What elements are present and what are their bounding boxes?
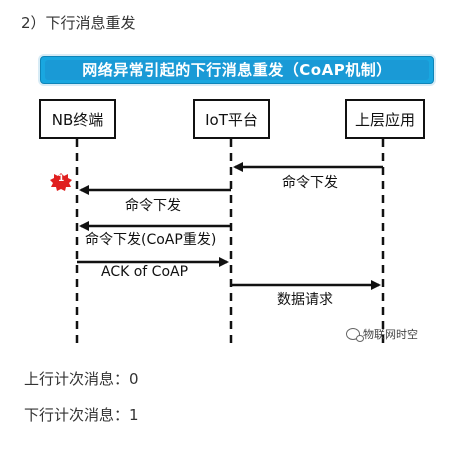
watermark: 物联网时空 [346,326,418,342]
message-label-5: 数据请求 [277,292,333,308]
diagram-banner-text: 网络异常引起的下行消息重发（CoAP机制） [45,60,429,80]
error-badge-label: 1 [58,174,65,184]
error-badge-icon [50,173,72,191]
entity-nb-terminal: NB终端 [39,99,116,139]
message-label-4: ACK of CoAP [101,264,189,280]
diagram-banner: 网络异常引起的下行消息重发（CoAP机制） [40,56,434,84]
sequence-diagram: 网络异常引起的下行消息重发（CoAP机制） 1 NB终端 IoT平台 上层应用 … [25,49,447,359]
section-title: 2）下行消息重发 [21,14,136,32]
message-label-1: 命令下发 [282,175,338,191]
message-label-3: 命令下发(CoAP重发) [85,232,217,248]
diagram-lines [50,139,385,347]
downlink-count: 下行计次消息：1 [24,406,139,424]
uplink-count: 上行计次消息：0 [24,370,139,388]
message-label-2: 命令下发 [125,198,181,214]
wechat-icon [346,328,364,342]
watermark-text: 物联网时空 [363,328,418,341]
entity-upper-app: 上层应用 [345,99,425,139]
entity-iot-platform: IoT平台 [193,99,270,139]
